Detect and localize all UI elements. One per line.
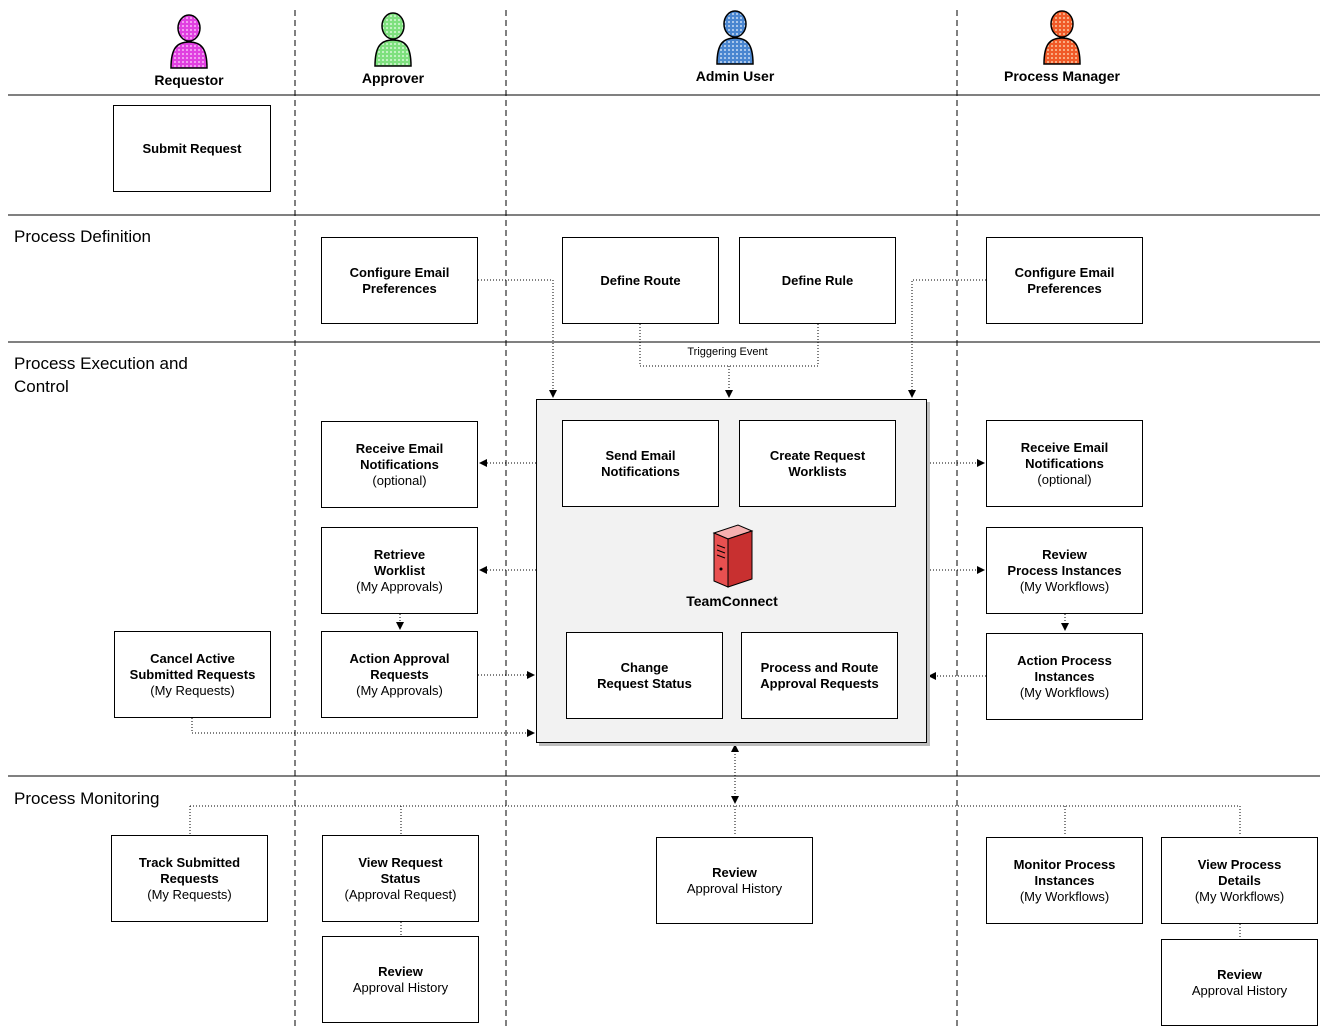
box-title: Define Rule [781, 272, 854, 288]
process-route-requests-box: Process and Route Approval Requests [741, 632, 898, 719]
admin-review-history-box: Review Approval History [656, 837, 813, 924]
person-icon [1043, 10, 1081, 65]
box-title: Submit Request [142, 140, 242, 156]
define-rule-box: Define Rule [739, 237, 896, 324]
box-title: Cancel Active Submitted Requests [129, 650, 256, 682]
box-subtitle: (My Workflows) [1019, 888, 1110, 904]
manager-review-history-box: Review Approval History [1161, 939, 1318, 1026]
action-process-instances-box: Action Process Instances (My Workflows) [986, 633, 1143, 720]
box-subtitle: (optional) [1037, 471, 1092, 487]
box-title: Configure Email Preferences [349, 264, 450, 296]
define-route-box: Define Route [562, 237, 719, 324]
box-title: Review [378, 963, 423, 979]
teamconnect-label: TeamConnect [686, 593, 778, 609]
approver-configure-email-box: Configure Email Preferences [321, 237, 478, 324]
manager-configure-email-box: Configure Email Preferences [986, 237, 1143, 324]
dotted-connectors [189, 279, 1241, 939]
triggering-event-label: Triggering Event [655, 346, 800, 358]
approver-review-history-box: Review Approval History [322, 936, 479, 1023]
section-rules [8, 94, 1320, 777]
box-subtitle: (My Workflows) [1019, 578, 1110, 594]
actor-admin-user: Admin User [645, 8, 825, 84]
box-title: Configure Email Preferences [1014, 264, 1115, 296]
box-subtitle: (optional) [372, 472, 427, 488]
box-subtitle: (My Workflows) [1019, 684, 1110, 700]
action-approval-requests-box: Action Approval Requests (My Approvals) [321, 631, 478, 718]
box-title: Review [712, 864, 757, 880]
box-subtitle: (My Workflows) [1194, 888, 1285, 904]
section-process-monitoring: Process Monitoring [14, 789, 160, 808]
box-subtitle: (My Requests) [150, 682, 235, 698]
box-title: Retrieve Worklist [373, 546, 426, 578]
view-request-status-box: View Request Status (Approval Request) [322, 835, 479, 922]
box-subtitle: Approval History [1191, 982, 1288, 998]
box-title: Send Email Notifications [601, 447, 680, 479]
person-icon [374, 12, 412, 67]
box-title: Receive Email Notifications [1020, 439, 1109, 471]
person-icon [716, 10, 754, 65]
actor-process-manager: Process Manager [972, 8, 1152, 84]
actor-approver: Approver [303, 10, 483, 86]
box-title: View Request Status [358, 854, 443, 886]
track-submitted-requests-box: Track Submitted Requests (My Requests) [111, 835, 268, 922]
box-subtitle: (Approval Request) [344, 886, 457, 902]
review-process-instances-box: Review Process Instances (My Workflows) [986, 527, 1143, 614]
approver-receive-email-box: Receive Email Notifications (optional) [321, 421, 478, 508]
box-title: View Process Details [1197, 856, 1282, 888]
box-title: Process and Route Approval Requests [760, 659, 879, 691]
box-title: Receive Email Notifications [355, 440, 444, 472]
monitor-process-instances-box: Monitor Process Instances (My Workflows) [986, 837, 1143, 924]
box-subtitle: (My Approvals) [356, 578, 443, 594]
manager-receive-email-box: Receive Email Notifications (optional) [986, 420, 1143, 507]
actor-label: Requestor [154, 72, 224, 88]
box-title: Review Process Instances [1007, 546, 1122, 578]
box-subtitle: (My Approvals) [356, 682, 443, 698]
person-icon [170, 14, 208, 69]
change-request-status-box: Change Request Status [566, 632, 723, 719]
box-title: Monitor Process Instances [1013, 856, 1116, 888]
box-title: Action Process Instances [1017, 652, 1112, 684]
view-process-details-box: View Process Details (My Workflows) [1161, 837, 1318, 924]
box-title: Review [1217, 966, 1262, 982]
create-worklists-box: Create Request Worklists [739, 420, 896, 507]
server-icon [712, 524, 754, 588]
actor-label: Process Manager [1004, 68, 1120, 84]
cancel-active-requests-box: Cancel Active Submitted Requests (My Req… [114, 631, 271, 718]
box-title: Track Submitted Requests [138, 854, 241, 886]
submit-request-box: Submit Request [113, 105, 271, 192]
send-email-box: Send Email Notifications [562, 420, 719, 507]
actor-label: Admin User [695, 68, 775, 84]
section-process-execution: Process Execution and Control [14, 354, 188, 396]
box-title: Define Route [600, 272, 681, 288]
box-subtitle: (My Requests) [147, 886, 232, 902]
box-subtitle: Approval History [352, 979, 449, 995]
box-title: Action Approval Requests [349, 650, 450, 682]
box-subtitle: Approval History [686, 880, 783, 896]
actor-requestor: Requestor [99, 12, 279, 88]
section-process-definition: Process Definition [14, 227, 152, 246]
retrieve-worklist-box: Retrieve Worklist (My Approvals) [321, 527, 478, 614]
box-title: Change Request Status [597, 659, 692, 691]
box-title: Create Request Worklists [769, 447, 866, 479]
actor-label: Approver [361, 70, 425, 86]
